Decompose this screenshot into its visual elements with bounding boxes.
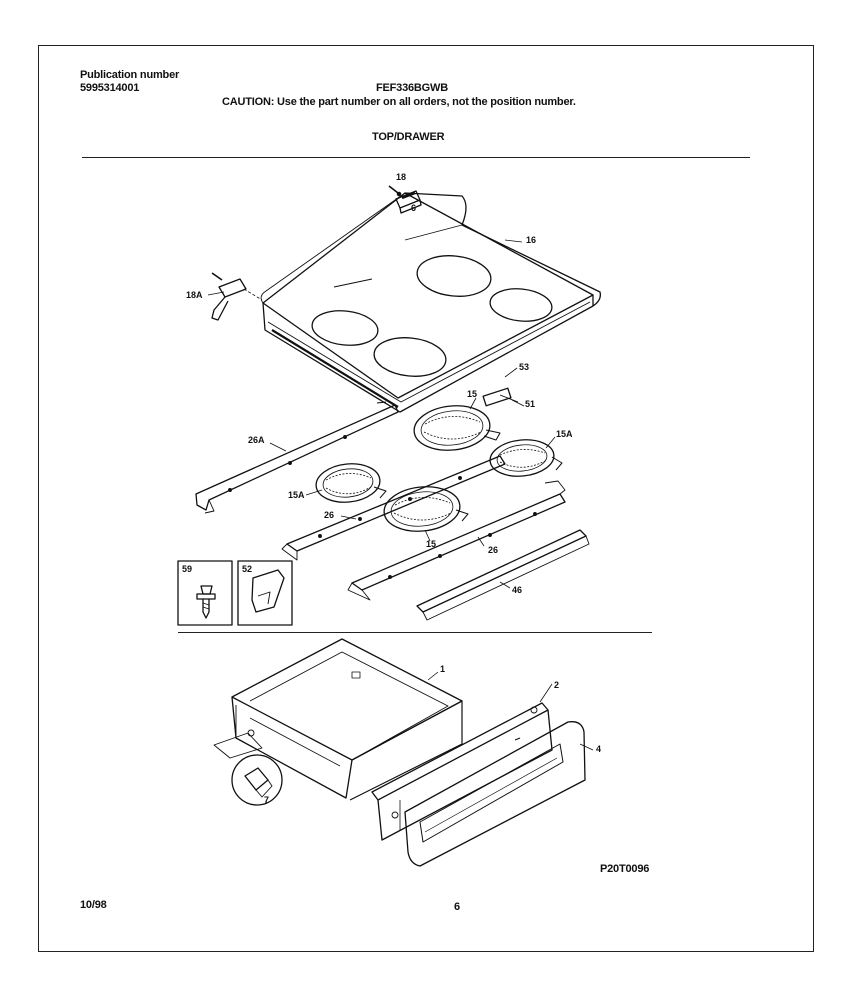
drawing-code: P20T0096 <box>600 863 650 875</box>
callout-2: 2 <box>554 680 559 690</box>
drawer-body <box>213 638 463 801</box>
callout-26-left: 26 <box>324 510 334 520</box>
drawer-panel <box>371 702 553 841</box>
support-rail-26-left <box>281 455 506 561</box>
header-divider <box>82 157 750 158</box>
callout-26a: 26A <box>248 435 265 445</box>
callout-26-right: 26 <box>488 545 498 555</box>
support-rail-26-right <box>347 480 566 601</box>
callout-15-top: 15 <box>467 389 477 399</box>
callout-52: 52 <box>242 564 252 574</box>
trim-strip-46 <box>416 529 590 621</box>
callout-53: 53 <box>519 362 529 372</box>
callout-59: 59 <box>182 564 192 574</box>
callout-18: 18 <box>396 172 406 182</box>
callout-15a-left: 15A <box>288 490 305 500</box>
burner-element-15-top <box>413 387 519 451</box>
inset-clip-52 <box>237 560 293 626</box>
callout-6: 6 <box>411 203 416 213</box>
cooktop-glass-top <box>260 192 601 413</box>
burner-element-15a-left <box>315 463 387 503</box>
front-bracket-18a <box>211 272 263 321</box>
callout-51: 51 <box>525 399 535 409</box>
publication-number: 5995314001 <box>80 82 140 94</box>
page-number: 6 <box>454 901 460 913</box>
callout-1: 1 <box>440 664 445 674</box>
callout-4: 4 <box>596 744 601 754</box>
section-title: TOP/DRAWER <box>372 131 445 143</box>
section-divider <box>178 632 652 633</box>
callout-15a-right: 15A <box>556 429 573 439</box>
callout-7: 7 <box>264 795 269 805</box>
burner-element-15-bottom <box>383 486 469 532</box>
page-border <box>38 45 814 952</box>
drawer-front <box>404 721 586 867</box>
rear-bracket-18 <box>388 185 422 214</box>
caution-note: CAUTION: Use the part number on all orde… <box>222 96 576 108</box>
model-number: FEF336BGWB <box>376 82 448 94</box>
callout-15-bottom: 15 <box>426 539 436 549</box>
footer-date: 10/98 <box>80 899 107 911</box>
support-rail-26a <box>195 404 399 514</box>
inset-screw-59 <box>177 560 233 626</box>
drawer-clip-inset-7 <box>231 754 283 806</box>
callout-18a: 18A <box>186 290 203 300</box>
callout-46: 46 <box>512 585 522 595</box>
publication-label: Publication number <box>80 69 180 81</box>
burner-element-15a-right <box>489 439 563 477</box>
callout-16: 16 <box>526 235 536 245</box>
